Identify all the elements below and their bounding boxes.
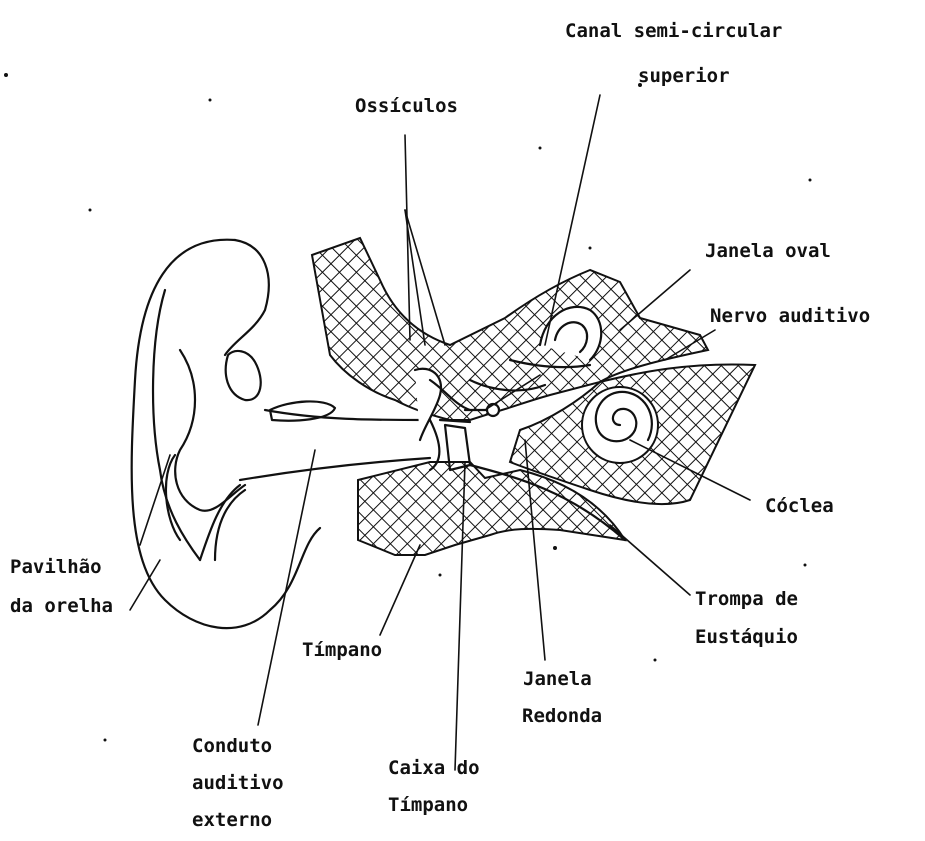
label-tromba-line2: Eustáquio: [695, 626, 798, 648]
label-conduto-line2: auditivo: [192, 772, 284, 794]
label-ossiculos: Ossículos: [355, 95, 458, 117]
label-conduto-line3: externo: [192, 809, 272, 831]
label-conduto-line1: Conduto: [192, 735, 272, 757]
label-canal-line1: Canal semi-circular: [565, 20, 782, 42]
label-janela-redonda-line1: Janela: [523, 668, 592, 690]
label-pavilhao-line2: da orelha: [10, 595, 113, 617]
label-nervo-auditivo: Nervo auditivo: [710, 305, 870, 327]
label-tromba-line1: Trompa de: [695, 588, 798, 610]
cochlea-spiral: [582, 387, 658, 463]
pinna: [132, 240, 335, 628]
label-janela-oval: Janela oval: [705, 240, 831, 262]
label-pavilhao-line1: Pavilhão: [10, 556, 102, 578]
label-janela-redonda-line2: Redonda: [522, 705, 602, 727]
label-canal-line2: superior: [638, 65, 730, 87]
label-coclea: Cóclea: [765, 495, 834, 517]
label-caixa-line2: Tímpano: [388, 794, 468, 816]
label-timpano: Tímpano: [302, 639, 382, 661]
label-caixa-line1: Caixa do: [388, 757, 480, 779]
